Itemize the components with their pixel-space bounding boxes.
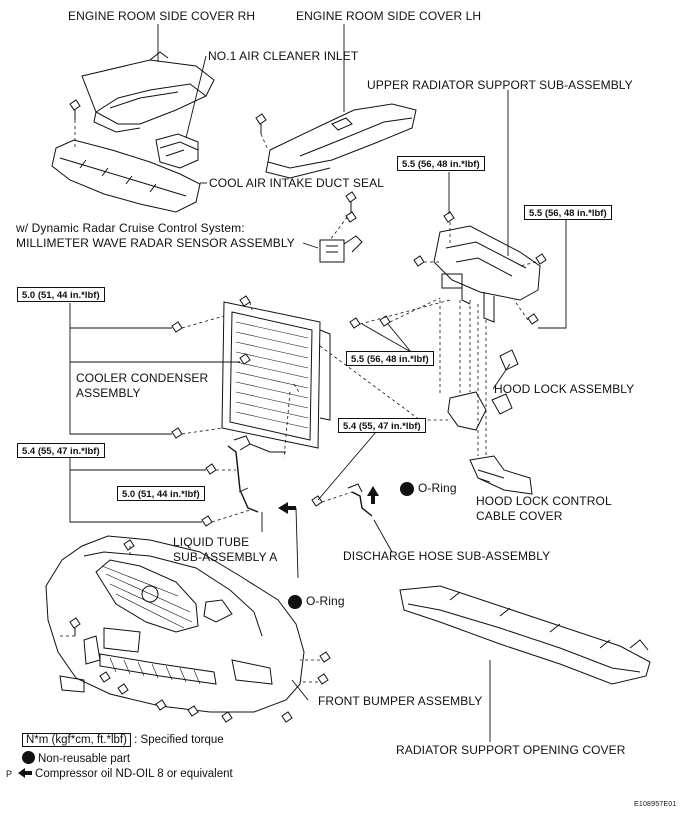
label-hood-lock-cover-2: CABLE COVER — [476, 509, 563, 523]
label-radar-sensor: MILLIMETER WAVE RADAR SENSOR ASSEMBLY — [16, 236, 295, 250]
label-discharge-hose: DISCHARGE HOSE SUB-ASSEMBLY — [343, 549, 551, 563]
legend-non-reusable: Non-reusable part — [22, 751, 130, 766]
non-reusable-dot-icon — [22, 751, 35, 764]
label-cooler-condenser-1: COOLER CONDENSER — [76, 371, 209, 385]
label-radiator-opening-cover: RADIATOR SUPPORT OPENING COVER — [396, 743, 626, 757]
label-engine-cover-lh: ENGINE ROOM SIDE COVER LH — [296, 9, 482, 23]
torque-box-4: 5.5 (56, 48 in.*lbf) — [346, 351, 434, 366]
label-o-ring-1: O-Ring — [418, 481, 457, 495]
engine-cover-lh-part — [265, 103, 417, 179]
legend-torque-desc: : Specified torque — [134, 734, 224, 746]
air-cleaner-inlet-part — [155, 133, 199, 169]
label-air-cleaner-inlet: NO.1 AIR CLEANER INLET — [208, 49, 359, 63]
label-cool-air-intake-seal: COOL AIR INTAKE DUCT SEAL — [209, 176, 384, 190]
radar-sensor-part — [319, 235, 363, 263]
cool-air-intake-seal-part — [51, 139, 201, 213]
legend-compressor-oil-text: Compressor oil ND-OIL 8 or equivalent — [35, 768, 233, 780]
torque-box-6: 5.4 (55, 47 in.*lbf) — [17, 443, 105, 458]
legend-p-letter: P — [6, 769, 13, 779]
legend-torque-box: N*m (kgf*cm, ft.*lbf) — [22, 733, 131, 747]
engine-cover-rh-part — [81, 51, 215, 133]
hood-lock-cover-part — [469, 455, 533, 495]
assembly-lines — [60, 120, 537, 683]
legend-torque: N*m (kgf*cm, ft.*lbf) : Specified torque — [22, 733, 224, 747]
torque-box-3: 5.0 (51, 44 in.*lbf) — [17, 287, 105, 302]
liquid-tube-part — [227, 435, 286, 513]
o-ring-dots — [288, 482, 414, 609]
left-arrow-icon — [18, 768, 33, 778]
torque-box-2: 5.5 (56, 48 in.*lbf) — [524, 205, 612, 220]
label-liquid-tube-2: SUB-ASSEMBLY A — [173, 550, 278, 564]
torque-box-1: 5.5 (56, 48 in.*lbf) — [397, 156, 485, 171]
torque-box-5: 5.4 (55, 47 in.*lbf) — [338, 418, 426, 433]
radiator-opening-cover-part — [399, 585, 651, 685]
label-hood-lock: HOOD LOCK ASSEMBLY — [494, 382, 635, 396]
label-cooler-condenser-2: ASSEMBLY — [76, 386, 141, 400]
figure-reference: E108957E01 — [634, 801, 677, 808]
legend-compressor-oil: P Compressor oil ND-OIL 8 or equivalent — [6, 767, 233, 781]
label-o-ring-2: O-Ring — [306, 594, 345, 608]
label-engine-cover-rh: ENGINE ROOM SIDE COVER RH — [68, 9, 256, 23]
upper-radiator-support-part — [433, 225, 541, 323]
front-bumper-part — [45, 535, 305, 713]
hood-lock-part — [447, 349, 519, 431]
label-radar-condition: w/ Dynamic Radar Cruise Control System: — [16, 221, 245, 235]
legend-non-reusable-text: Non-reusable part — [38, 753, 131, 765]
label-liquid-tube-1: LIQUID TUBE — [173, 535, 250, 549]
label-upper-radiator-support: UPPER RADIATOR SUPPORT SUB-ASSEMBLY — [367, 78, 633, 92]
cooler-condenser-part — [221, 301, 331, 449]
torque-box-7: 5.0 (51, 44 in.*lbf) — [117, 486, 205, 501]
label-hood-lock-cover-1: HOOD LOCK CONTROL — [476, 494, 612, 508]
label-front-bumper: FRONT BUMPER ASSEMBLY — [318, 694, 483, 708]
leader-lines — [69, 24, 567, 742]
oil-arrows — [278, 486, 379, 514]
discharge-hose-part — [347, 483, 373, 517]
